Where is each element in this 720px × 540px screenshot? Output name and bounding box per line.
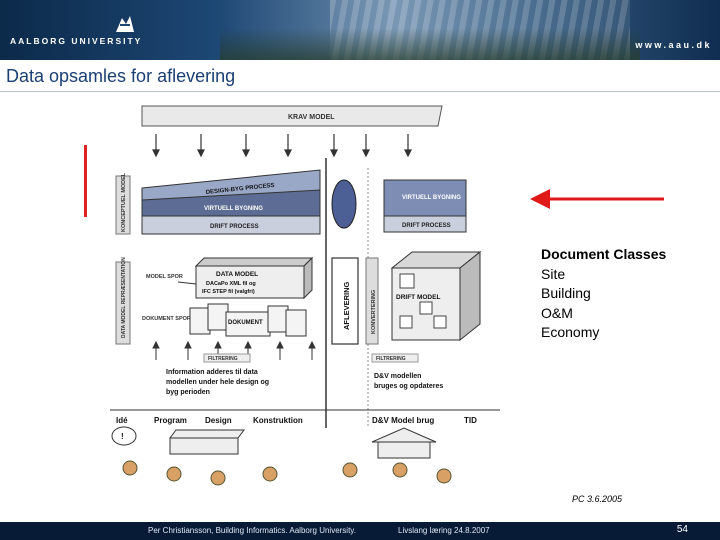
info-line-2: modellen under hele design og [166,379,269,386]
aau-logo-icon [116,16,134,32]
requirement-arrows [152,134,412,158]
info-line-3: byg perioden [166,389,210,396]
krav-model-bar [141,105,443,127]
virtuell-bygning-right-label: VIRTUELL BYGNING [402,195,461,201]
document-classes-heading: Document Classes [541,246,667,262]
dokument-spor-label: DOKUMENT SPOR [142,316,191,322]
ifc-step-label: IFC STEP fil (valgfri) [202,289,255,295]
model-spor-label: MODEL SPOR [146,274,183,280]
filtrering-right-label: FILTRERING [376,356,406,362]
author-date-credit: PC 3.6.2005 [572,494,623,504]
drift-model-label: DRIFT MODEL [396,294,440,301]
footer-author: Per Christiansson, Building Informatics.… [148,526,356,535]
class-item-site: Site [541,265,566,282]
aflevering-label: AFLEVERING [342,281,351,330]
drift-process-right-label: DRIFT PROCESS [402,223,451,229]
document-classes-list: Document Classes Site Building O&M Econo… [541,245,666,343]
conceptual-model-label: KONCEPTUEL MODEL [121,172,127,232]
slide-title: Data opsamles for aflevering [6,66,236,86]
footer-course: Livslang læring 24.8.2007 [398,526,490,535]
filtrering-left-label: FILTRERING [208,356,238,362]
page-number: 54 [676,524,688,535]
red-marker-line [84,145,87,217]
phase-konstruktion: Konstruktion [253,416,303,425]
dokument-label: DOKUMENT [228,320,263,326]
university-url[interactable]: www.aau.dk [635,40,712,50]
data-model-rep-label: DATA MODEL REPRÆSENTATION [121,257,127,338]
class-item-economy: Economy [541,324,600,340]
konvertering-label: KONVERTERING [371,290,377,334]
university-name: AALBORG UNIVERSITY [10,36,143,46]
phase-program: Program [154,416,187,425]
phase-tid: TID [464,416,477,425]
drift-process-left-label: DRIFT PROCESS [210,224,259,230]
class-item-om: O&M [541,304,573,321]
footer-bar: Per Christiansson, Building Informatics.… [0,522,720,540]
dacapo-label: DACaPo XML fil og [206,281,256,287]
class-item-building: Building [541,285,591,301]
phase-dv-model-brug: D&V Model brug [372,416,434,425]
krav-model-label: KRAV MODEL [288,114,335,121]
data-model-label: DATA MODEL [216,271,258,278]
phase-design: Design [205,416,232,425]
process-diagram: KRAV MODEL KONCEPTUEL MODEL DESIGN-BYG P… [110,105,500,486]
phase-ide: Idé [116,416,128,425]
people-icons [122,460,452,486]
virtuell-bygning-left-label: VIRTUELL BYGNING [204,206,263,212]
header-banner: AALBORG UNIVERSITY www.aau.dk [0,0,720,60]
info-line-1: Information adderes til data [166,369,258,376]
building-icons [169,427,437,459]
dv-line-2: bruges og opdateres [374,383,443,390]
trees-photo [220,28,640,60]
dv-line-1: D&V modellen [374,373,421,380]
idea-bubble: ! [121,432,124,441]
red-arrow-icon [530,189,664,209]
university-logo[interactable]: AALBORG UNIVERSITY [10,14,150,46]
title-bar [0,60,720,92]
